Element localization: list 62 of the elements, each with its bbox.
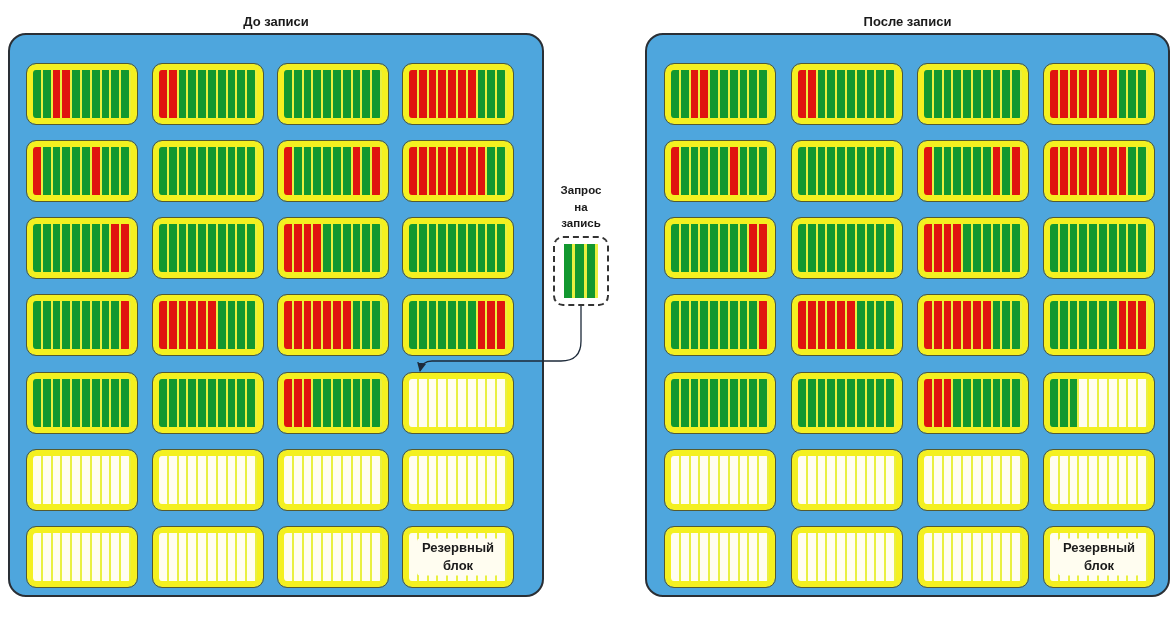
memory-block [791, 526, 903, 588]
memory-block [664, 217, 776, 279]
memory-block [917, 63, 1029, 125]
memory-block [1043, 217, 1155, 279]
memory-block [152, 63, 264, 125]
memory-block [1043, 526, 1155, 588]
block-label: Резервный блок [1058, 538, 1140, 576]
memory-block [277, 217, 389, 279]
memory-block [917, 449, 1029, 511]
memory-block [791, 294, 903, 356]
request-label: Запрос на запись [559, 183, 603, 232]
memory-block [26, 294, 138, 356]
memory-block [791, 372, 903, 434]
memory-block [277, 449, 389, 511]
memory-block [791, 217, 903, 279]
memory-block [152, 449, 264, 511]
memory-block [664, 372, 776, 434]
memory-block [664, 449, 776, 511]
memory-block [152, 140, 264, 202]
memory-block [664, 526, 776, 588]
arrow [417, 305, 582, 372]
memory-block [1043, 294, 1155, 356]
memory-block [402, 449, 514, 511]
memory-block [26, 372, 138, 434]
memory-block [664, 63, 776, 125]
memory-block [152, 372, 264, 434]
memory-block [402, 63, 514, 125]
memory-block [402, 294, 514, 356]
memory-block [26, 217, 138, 279]
memory-block [277, 140, 389, 202]
memory-block [26, 140, 138, 202]
memory-block [1043, 449, 1155, 511]
block-label: Резервный блок [417, 538, 499, 576]
memory-block [664, 140, 776, 202]
memory-block [26, 63, 138, 125]
memory-block [402, 140, 514, 202]
memory-block [152, 294, 264, 356]
memory-block [917, 140, 1029, 202]
panel-title: После записи [862, 14, 953, 29]
memory-block [402, 372, 514, 434]
memory-block [791, 449, 903, 511]
memory-block [26, 526, 138, 588]
memory-block [1043, 140, 1155, 202]
memory-block [917, 526, 1029, 588]
memory-block [1043, 372, 1155, 434]
memory-block [277, 294, 389, 356]
memory-block [277, 372, 389, 434]
memory-block [152, 526, 264, 588]
memory-block [26, 449, 138, 511]
panel-title: До записи [242, 14, 310, 29]
memory-block [791, 63, 903, 125]
memory-block [402, 217, 514, 279]
memory-block [791, 140, 903, 202]
memory-block [1043, 63, 1155, 125]
memory-block [277, 63, 389, 125]
memory-block [277, 526, 389, 588]
memory-block [664, 294, 776, 356]
memory-block [917, 372, 1029, 434]
memory-block [917, 217, 1029, 279]
memory-block [152, 217, 264, 279]
memory-block [917, 294, 1029, 356]
memory-block [402, 526, 514, 588]
